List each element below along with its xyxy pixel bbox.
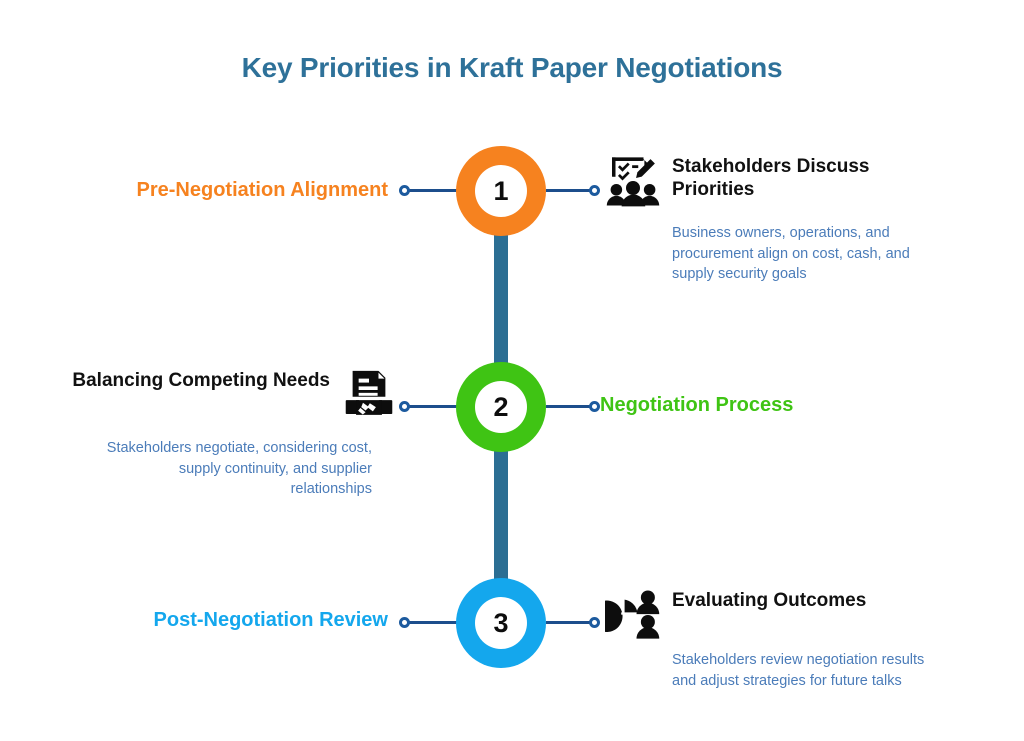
step-1-side-label: Pre-Negotiation Alignment — [136, 179, 388, 201]
step-node-2[interactable]: 2 — [456, 362, 546, 452]
step-node-1[interactable]: 1 — [456, 146, 546, 236]
step-number-2: 2 — [475, 381, 527, 433]
step-1-heading: Stakeholders Discuss Priorities — [672, 156, 870, 200]
connector-line-step-1-right — [546, 189, 594, 192]
pie-chart-people-icon — [604, 586, 662, 644]
connector-line-step-3-left — [408, 621, 458, 624]
connector-dot-step-2-right — [589, 401, 600, 412]
connector-dot-step-2-left — [399, 401, 410, 412]
contract-handshake-icon — [340, 366, 398, 424]
step-2-side-label: Negotiation Process — [600, 394, 794, 416]
step-3-heading: Evaluating Outcomes — [672, 590, 867, 611]
page-title: Key Priorities in Kraft Paper Negotiatio… — [241, 52, 783, 83]
step-number-3: 3 — [475, 597, 527, 649]
step-number-1: 1 — [475, 165, 527, 217]
clipboard-checklist-people-icon — [604, 152, 662, 210]
connector-line-step-2-right — [546, 405, 594, 408]
step-1-description: Business owners, operations, and procure… — [672, 225, 910, 283]
timeline-spine-segment-2 — [494, 450, 508, 590]
timeline-spine-segment-1 — [494, 235, 508, 375]
step-1-content-block: Stakeholders Discuss Priorities Business… — [604, 152, 944, 285]
step-node-3[interactable]: 3 — [456, 578, 546, 668]
step-3-description: Stakeholders review negotiation results … — [672, 652, 925, 689]
connector-dot-step-1-left — [399, 185, 410, 196]
connector-dot-step-1-right — [589, 185, 600, 196]
step-2-heading: Balancing Competing Needs — [72, 370, 330, 391]
step-3-content-block: Evaluating Outcomes Stakeholders review … — [604, 586, 944, 691]
step-3-side-label: Post-Negotiation Review — [153, 609, 388, 631]
connector-dot-step-3-left — [399, 617, 410, 628]
connector-line-step-3-right — [546, 621, 594, 624]
step-2-description: Stakeholders negotiate, considering cost… — [106, 440, 372, 498]
step-2-content-block: Balancing Competing Needs — [52, 366, 398, 500]
connector-line-step-1-left — [408, 189, 458, 192]
connector-dot-step-3-right — [589, 617, 600, 628]
connector-line-step-2-left — [408, 405, 458, 408]
